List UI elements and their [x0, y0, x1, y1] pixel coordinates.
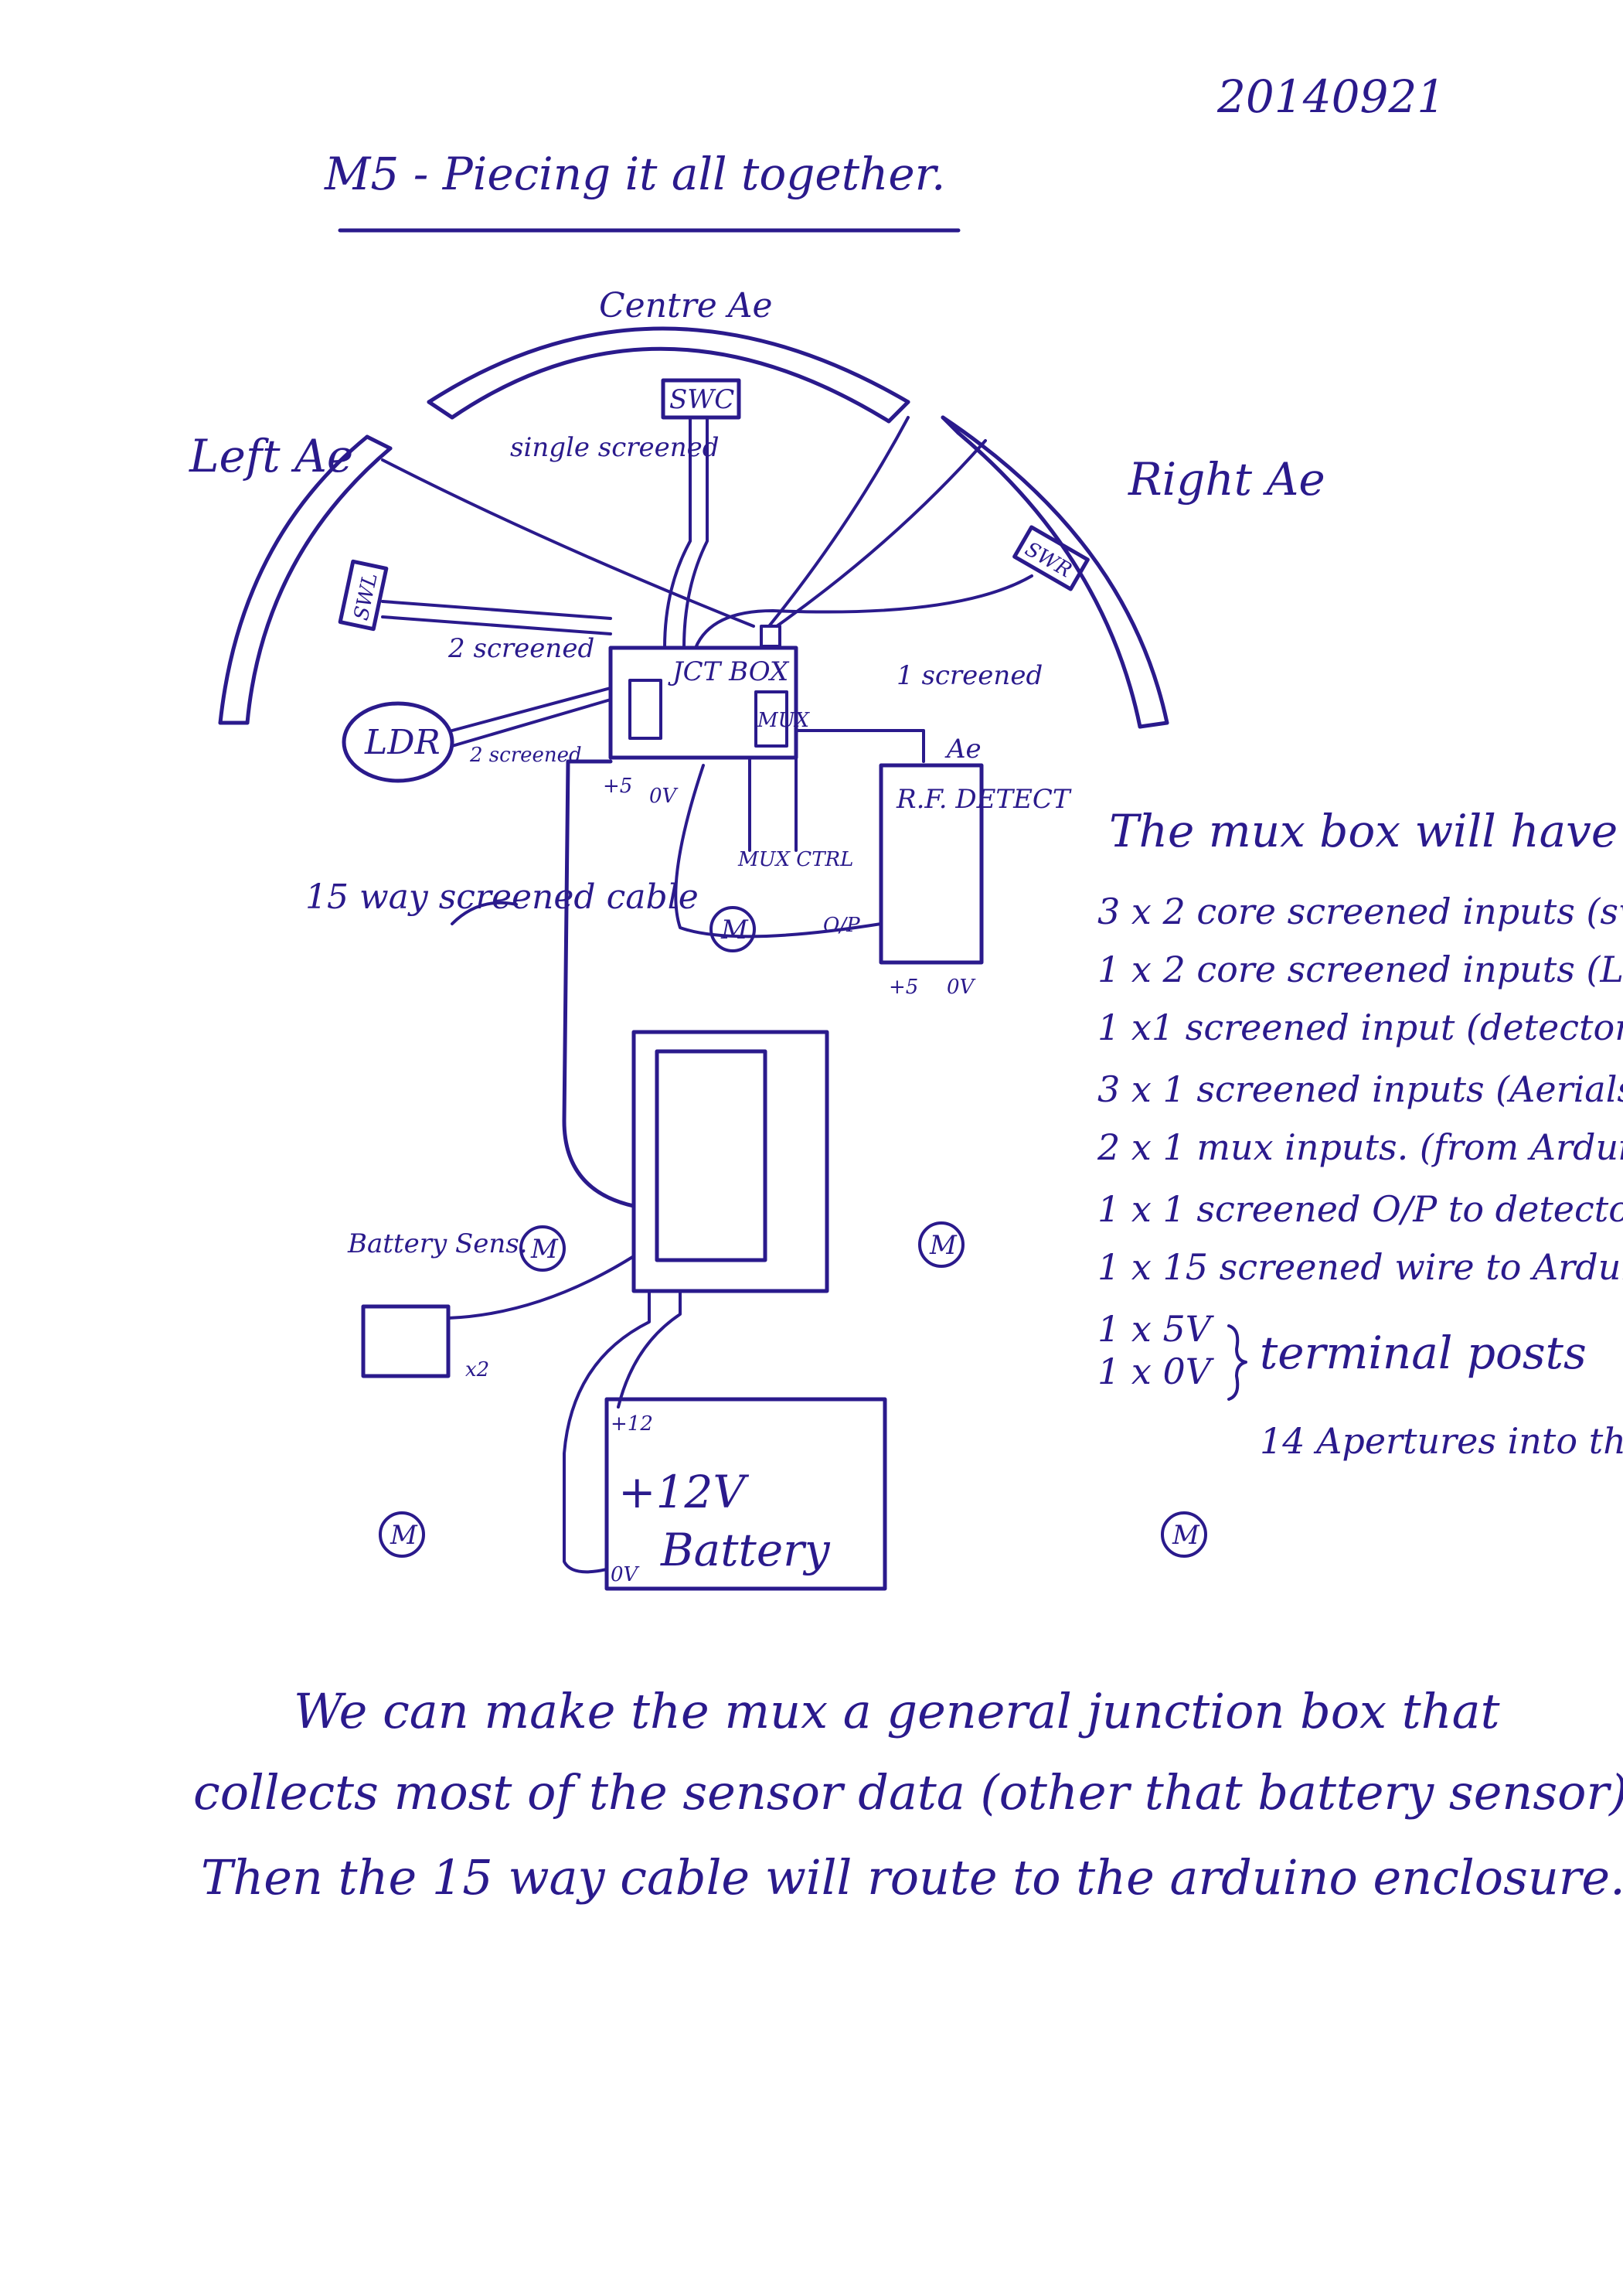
- note-item: 1 x 2 core screened inputs (LDR): [1097, 949, 1623, 990]
- cable-centre-aerial: [767, 416, 910, 628]
- battery: [604, 1397, 887, 1591]
- paragraph-line: collects most of the sensor data (other …: [193, 1764, 1623, 1821]
- two-screened-label-a: 2 screened: [447, 633, 594, 664]
- switch-centre: [661, 378, 741, 420]
- note-item: 1 x 5V: [1097, 1308, 1215, 1350]
- left-aerial-label: Left Ae: [189, 430, 353, 482]
- junction-0v-label: 0V: [649, 785, 679, 808]
- note-item: 3 x 2 core screened inputs (switches): [1097, 891, 1623, 932]
- junction-mux-label: MUX: [757, 709, 811, 732]
- battery-0v-label: 0V: [611, 1563, 640, 1586]
- battery-sensor-label: Battery Sens.: [347, 1228, 528, 1259]
- junction-box-label: JCT BOX: [668, 656, 790, 687]
- paragraph-line: We can make the mux a general junction b…: [294, 1683, 1500, 1739]
- cable-junction-to-rf: [794, 729, 925, 763]
- apertures-note: 14 Apertures into the box!: [1260, 1420, 1623, 1462]
- cable-battery-sensor: [447, 1255, 635, 1320]
- junction-box: [608, 646, 798, 760]
- note-item: 3 x 1 screened inputs (Aerials): [1097, 1068, 1623, 1110]
- right-aerial-label: Right Ae: [1128, 453, 1325, 506]
- two-screened-label-b: 2 screened: [469, 744, 582, 767]
- junction-terminal-left: [628, 679, 662, 740]
- fifteen-way-label: 15 way screened cable: [305, 877, 699, 917]
- battery-plus12-label: +12: [611, 1412, 653, 1436]
- notes-heading: The mux box will have: [1109, 805, 1618, 857]
- single-screened-label: single screened: [510, 432, 720, 463]
- battery-sensor-x2-label: x2: [465, 1358, 489, 1381]
- ldr-sensor: [342, 701, 454, 783]
- motor-icon: [918, 1221, 965, 1268]
- terminal-posts-label: terminal posts: [1260, 1327, 1587, 1379]
- cable-battery-plus: [617, 1289, 682, 1409]
- fifteen-way-pointer: [451, 901, 518, 925]
- cable-junction-to-detector: [674, 764, 883, 938]
- ldr-label: LDR: [364, 723, 441, 762]
- switch-left: SWL: [338, 559, 389, 632]
- cable-left-aerial: [381, 458, 755, 628]
- cable-swl-b: [381, 615, 612, 635]
- centre-aerial-label: Centre Ae: [599, 286, 773, 325]
- arduino-board: [655, 1049, 767, 1262]
- cable-battery-power: [563, 1289, 651, 1574]
- cable-swc-b: [682, 416, 709, 649]
- rf-op-label: O/P: [823, 914, 860, 937]
- arduino-enclosure: [631, 1030, 829, 1293]
- note-item: 1 x1 screened input (detector O/P): [1097, 1007, 1623, 1048]
- rf-ae-label: Ae: [944, 734, 982, 765]
- battery-sensor: [361, 1304, 451, 1378]
- mux-ctrl-lines: [748, 756, 798, 852]
- cable-right-aerial: [775, 439, 987, 628]
- motor-icon: [379, 1511, 425, 1558]
- motor-label: M: [390, 1520, 418, 1551]
- centre-aerial: [427, 326, 910, 424]
- right-aerial: [941, 415, 1169, 729]
- page-date: 20140921: [1216, 70, 1445, 123]
- motor-icon: [519, 1225, 566, 1272]
- cable-ldr-a: [451, 686, 612, 732]
- motor-icon: [709, 906, 756, 952]
- note-item: 1 x 15 screened wire to Arduino: [1097, 1246, 1623, 1288]
- terminal-brace: [1227, 1324, 1247, 1401]
- battery-voltage-label: +12V: [618, 1466, 749, 1518]
- rf-0v-label: 0V: [947, 976, 976, 999]
- cable-swr: [694, 574, 1033, 649]
- cable-swl-a: [381, 600, 612, 620]
- mux-ctrl-label: MUX CTRL: [737, 848, 853, 871]
- junction-top-connector: [760, 625, 781, 648]
- one-screened-label: 1 screened: [897, 660, 1043, 691]
- cable-swc-a: [663, 416, 692, 649]
- switch-centre-label: SWC: [669, 384, 734, 415]
- note-item: 1 x 1 screened O/P to detector (mux): [1097, 1188, 1623, 1230]
- motor-label: M: [720, 915, 749, 945]
- motor-label: M: [530, 1234, 559, 1265]
- motor-label: M: [1172, 1520, 1200, 1551]
- fifteen-way-cable: [562, 759, 636, 1208]
- battery-name-label: Battery: [660, 1524, 831, 1576]
- note-item: 1 x 0V: [1097, 1351, 1215, 1392]
- rf-detector: [879, 763, 984, 965]
- rf-detector-label: R.F. DETECT: [896, 784, 1072, 815]
- paragraph-line: Then the 15 way cable will route to the …: [201, 1849, 1623, 1906]
- junction-mux: [754, 690, 788, 748]
- summary-paragraph: We can make the mux a general junction b…: [193, 1683, 1623, 1906]
- junction-plus5-label: +5: [603, 775, 632, 798]
- notes-panel: The mux box will have 3 x 2 core screene…: [1097, 805, 1623, 1462]
- left-aerial: [218, 434, 393, 725]
- rf-plus5-label: +5: [889, 976, 918, 999]
- note-item: 2 x 1 mux inputs. (from Arduino).: [1097, 1126, 1623, 1168]
- motor-label: M: [929, 1230, 958, 1261]
- page-title: M5 - Piecing it all together.: [324, 148, 945, 200]
- cable-ldr-b: [451, 698, 612, 748]
- motor-icon: [1161, 1511, 1207, 1558]
